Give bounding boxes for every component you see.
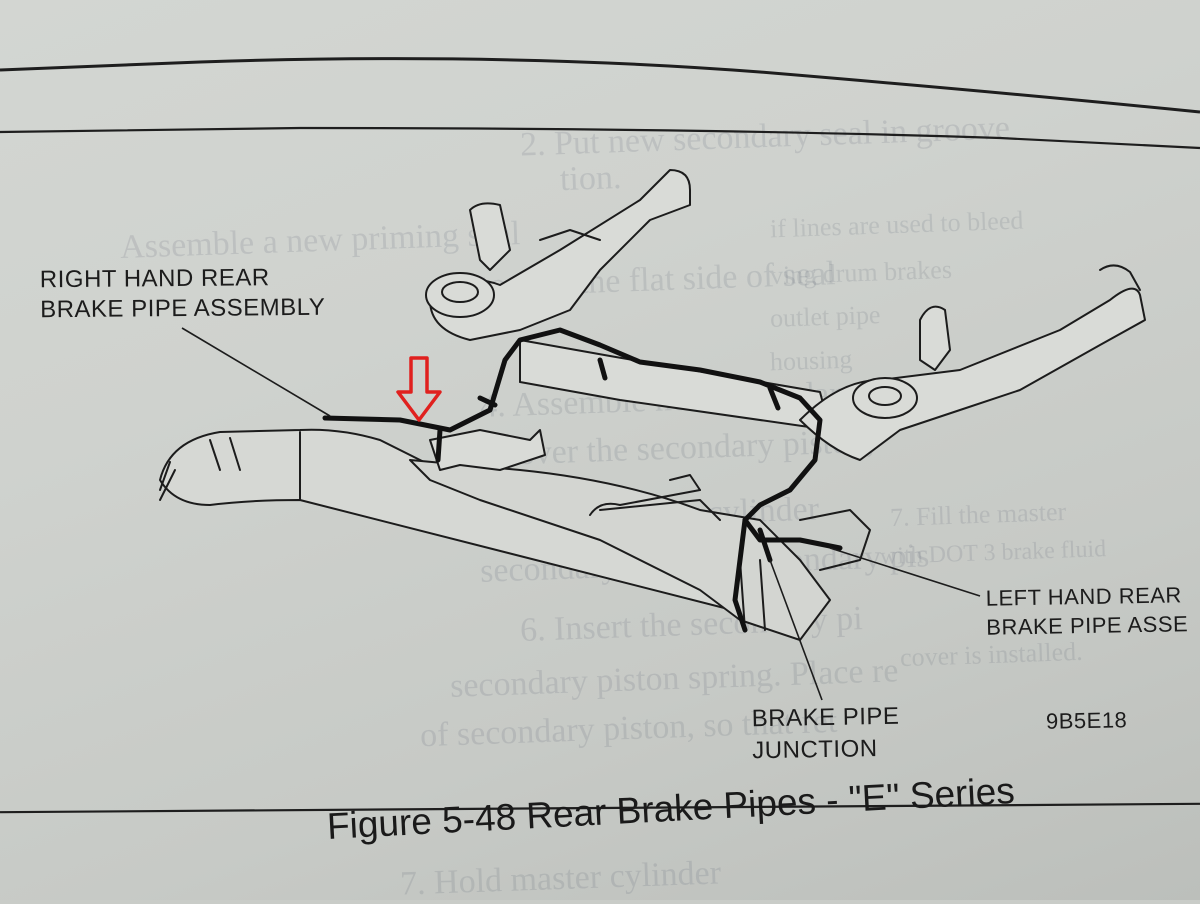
label-line: BRAKE PIPE: [751, 702, 900, 733]
page-border-lines: [0, 57, 1200, 814]
label-line: JUNCTION: [752, 735, 878, 765]
label-line: BRAKE PIPE ASSEMBLY: [40, 293, 326, 324]
right-hand-rear-label: RIGHT HAND REAR BRAKE PIPE ASSEMBLY: [40, 263, 326, 325]
label-line: RIGHT HAND REAR: [39, 264, 270, 294]
label-line: BRAKE PIPE ASSE: [986, 611, 1189, 640]
brake-pipes: [322, 327, 843, 633]
brake-pipe-junction-label: BRAKE PIPE JUNCTION: [751, 701, 900, 768]
leader-lines: [181, 327, 981, 701]
label-line: LEFT HAND REAR: [985, 582, 1183, 611]
left-hand-rear-label: LEFT HAND REAR BRAKE PIPE ASSE: [986, 580, 1189, 642]
figure-code: 9B5E18: [1045, 707, 1128, 734]
chassis-drawing: [159, 169, 1146, 641]
red-down-arrow-icon: [396, 356, 442, 422]
